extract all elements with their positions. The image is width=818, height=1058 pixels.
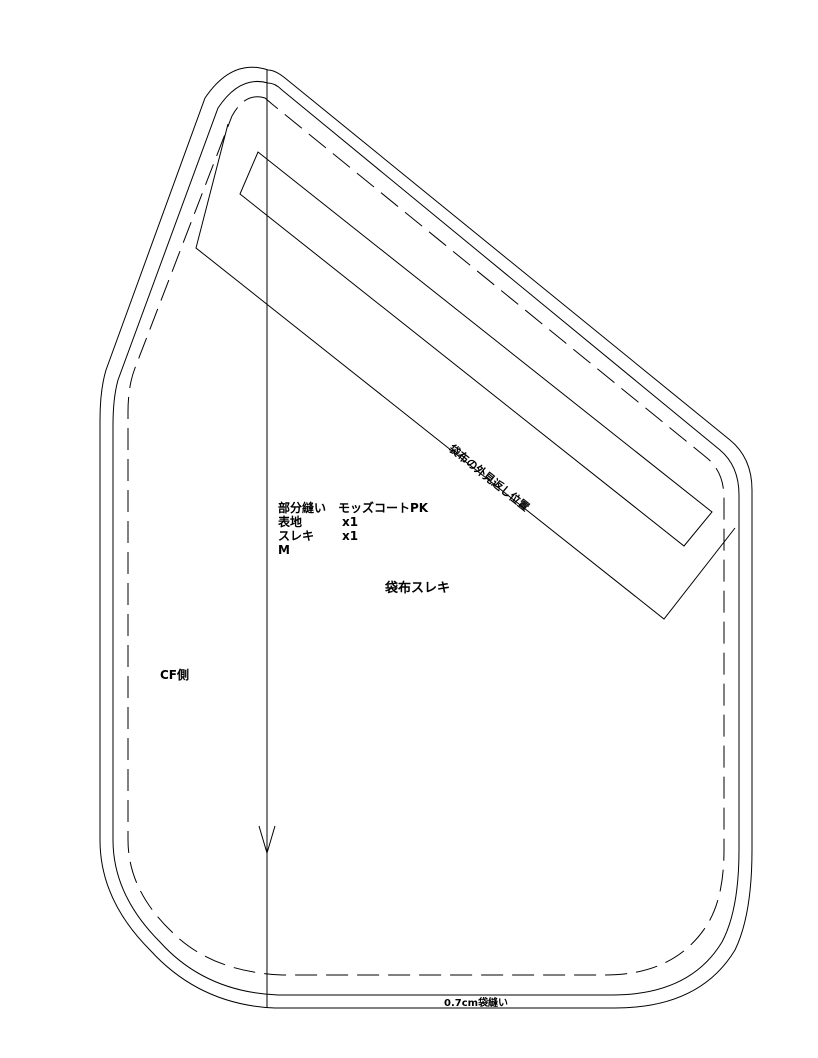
- grain-arrow-icon: [258, 825, 276, 855]
- lining-row-label: スレキ: [278, 529, 314, 543]
- piece-name: 袋布スレキ: [384, 580, 450, 596]
- fabric-row-qty: x1: [342, 515, 358, 529]
- outer-cut-line: [99, 66, 753, 1009]
- lining-row-qty: x1: [342, 529, 358, 543]
- fabric-row-label: 表地: [277, 514, 302, 529]
- pocket-opening-guide: [195, 123, 736, 620]
- placement-note: 袋布の外見返し位置: [445, 441, 532, 514]
- pattern-title: 部分縫い モッズコートPK: [278, 500, 429, 515]
- cf-side-label: CF側: [160, 667, 189, 682]
- inner-line: [112, 80, 740, 996]
- facing-placement-rect: [239, 151, 713, 547]
- size-label: M: [278, 543, 290, 557]
- stitch-note: 0.7cm袋縫い: [444, 996, 508, 1009]
- stitch-line: [127, 96, 725, 976]
